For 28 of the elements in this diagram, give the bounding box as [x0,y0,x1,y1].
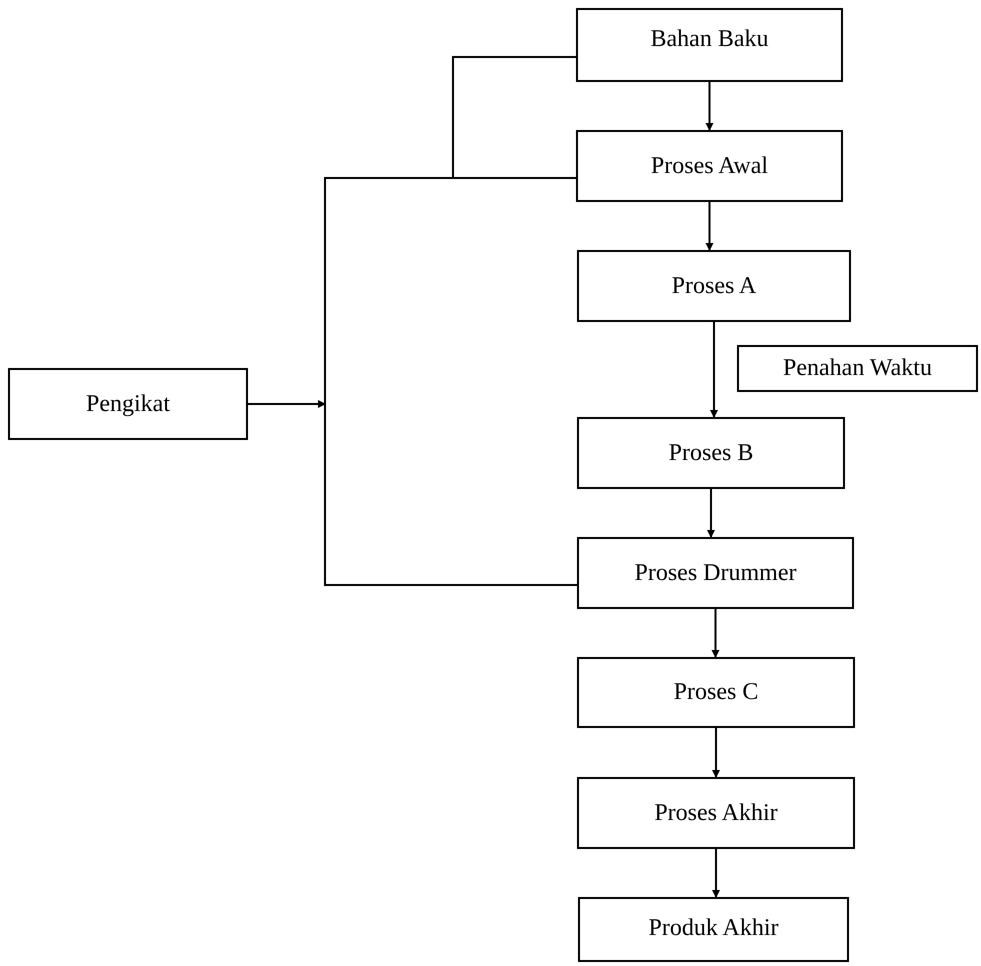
box-label: Penahan Waktu [783,355,932,382]
process-box [577,250,851,322]
box-label: Proses Akhir [654,800,778,826]
process-box [577,417,845,489]
process-box [8,368,248,440]
arrow [712,609,720,658]
process-box [577,657,855,728]
process-box [578,897,849,962]
arrow [712,849,720,898]
box-label: Proses C [674,679,758,706]
arrow [710,322,718,418]
process-box [576,8,843,82]
arrow [706,82,714,131]
arrow [706,202,714,251]
arrow [712,728,720,778]
box-label: Proses Awal [650,152,768,180]
process-box [577,777,855,849]
box-label: Proses Drummer [634,560,796,586]
arrow [707,489,715,538]
box-label: Proses A [672,272,756,300]
process-box [576,130,843,202]
process-box [737,345,978,392]
box-label: Produk Akhir [648,915,778,942]
box-label: Bahan Baku [650,26,768,52]
box-label: Proses B [668,440,754,466]
process-box [577,537,854,609]
arrow [248,400,326,408]
box-label: Pengikat [86,390,170,418]
